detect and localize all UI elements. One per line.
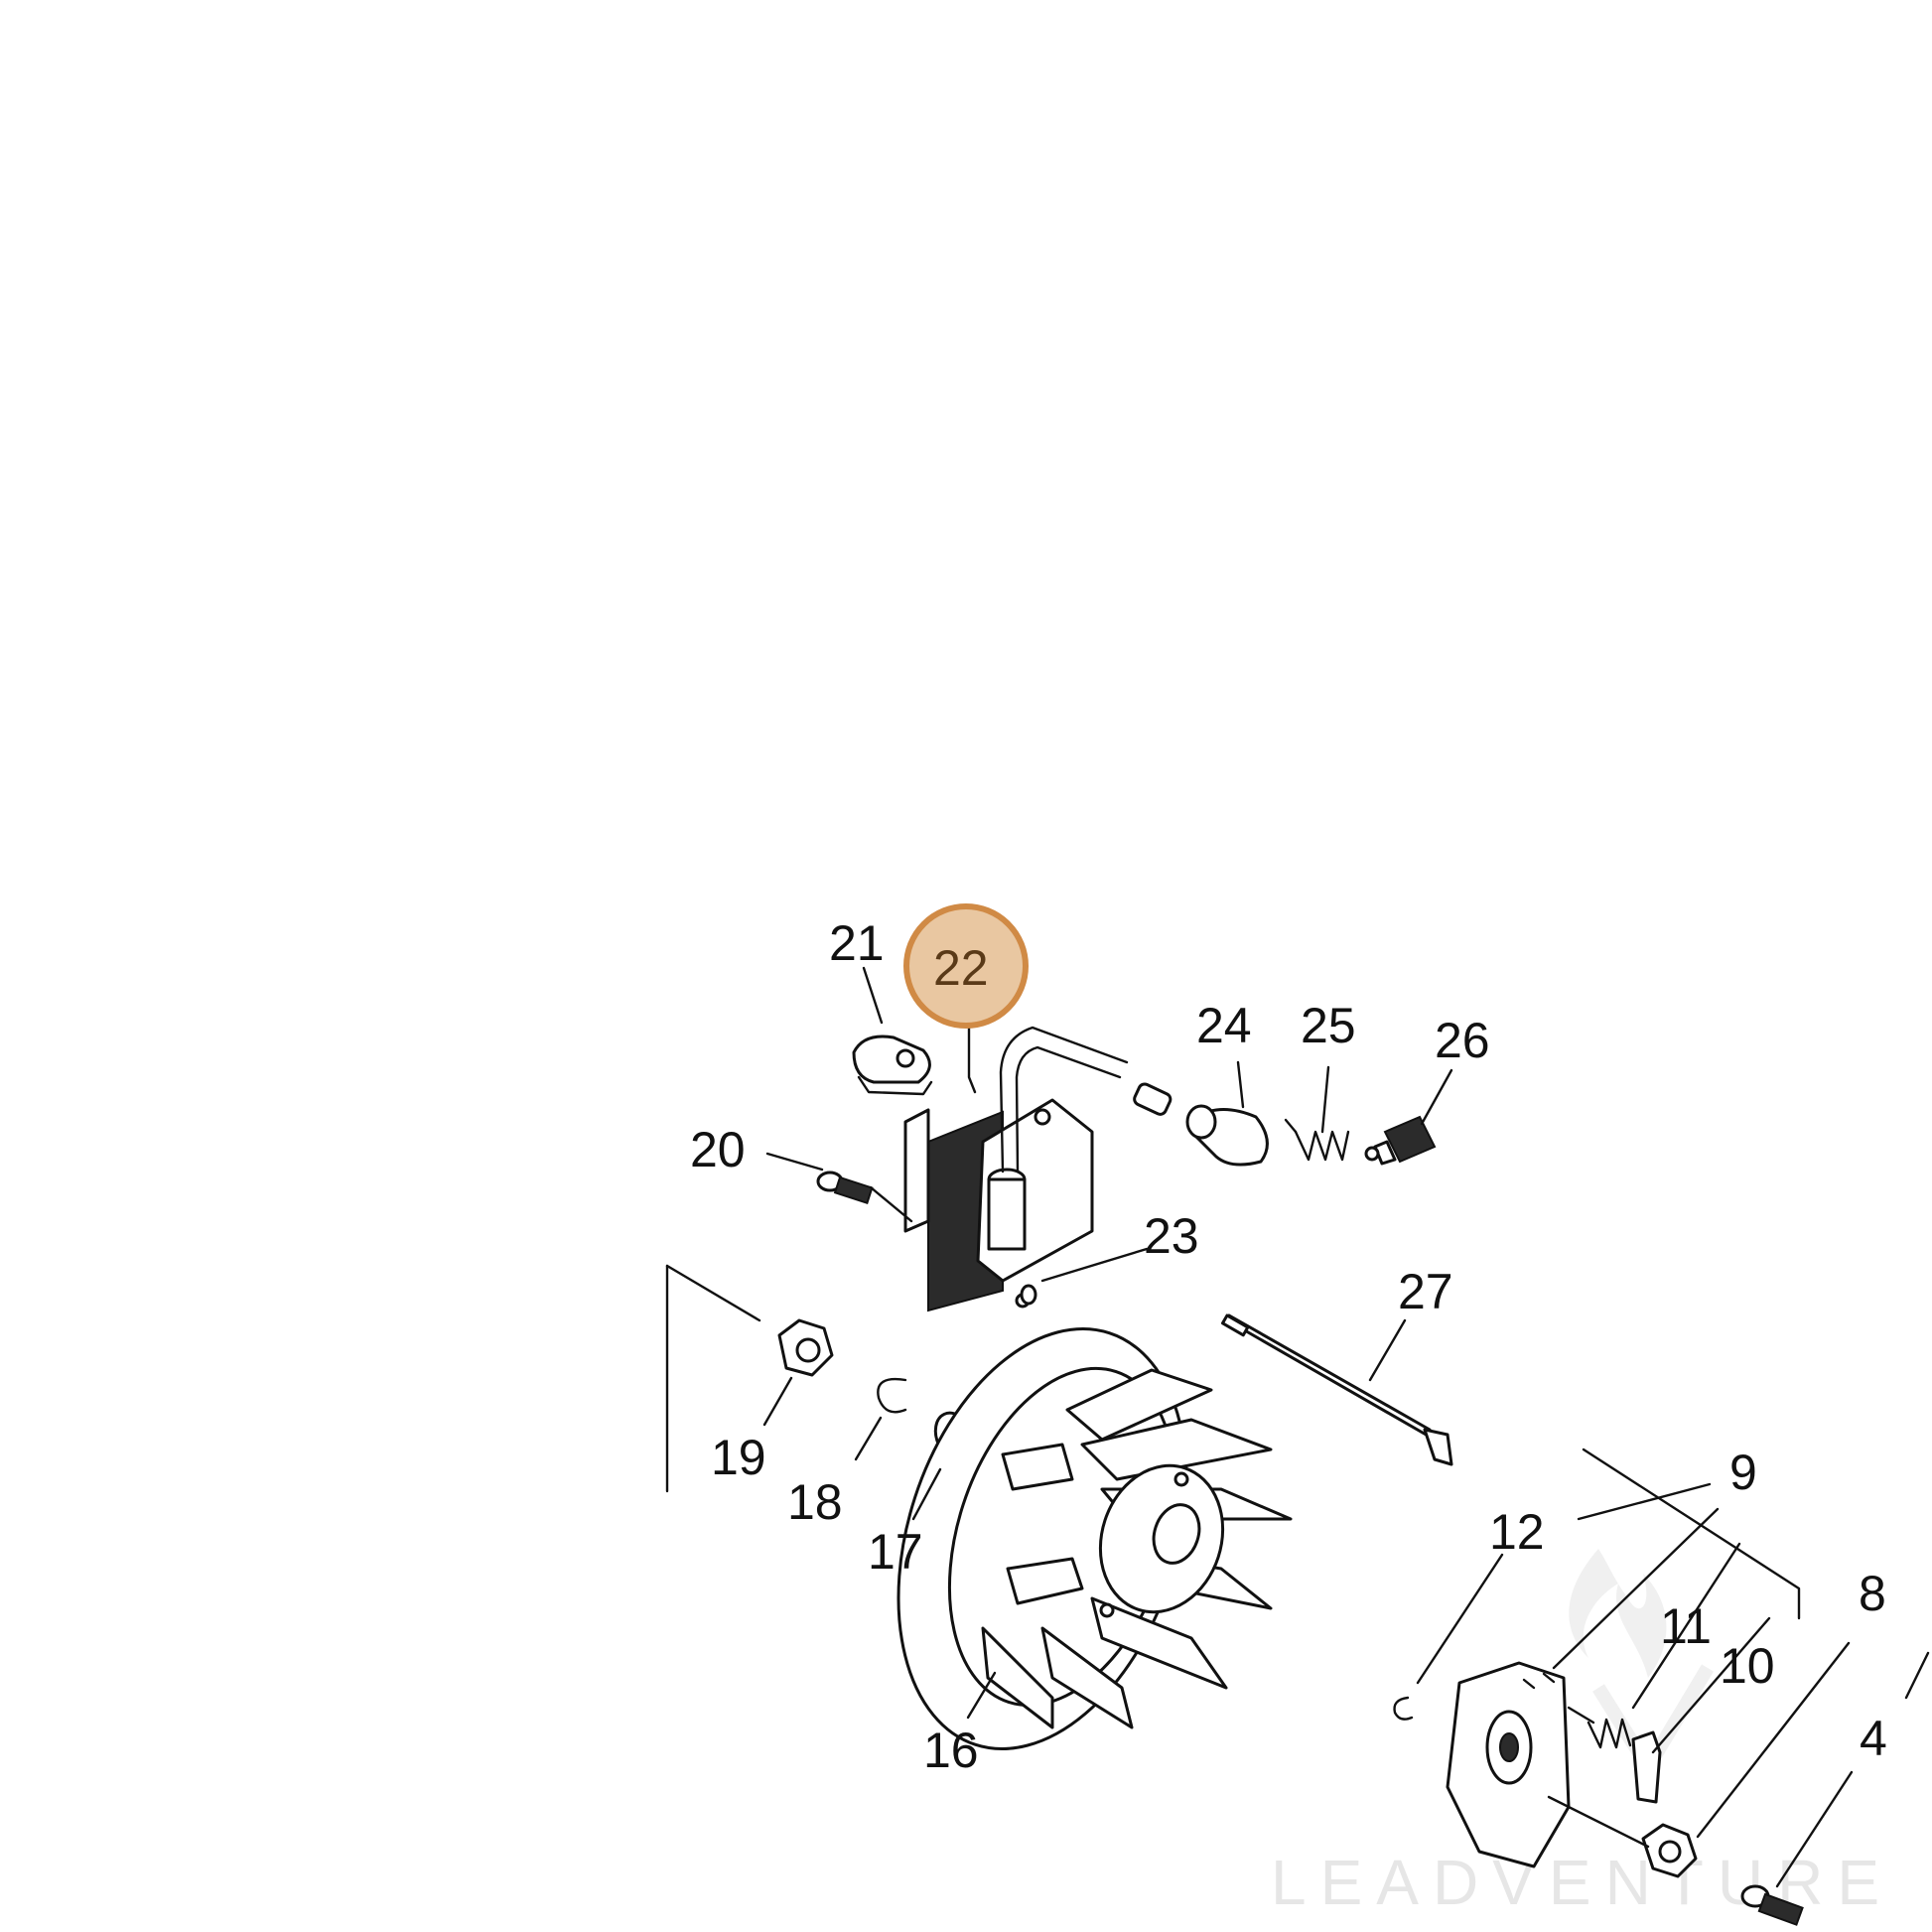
- highlight-circle: [903, 903, 1029, 1029]
- circlip-part-18[interactable]: [877, 1377, 907, 1414]
- spark-plug-part[interactable]: [1364, 1115, 1437, 1166]
- nut-part-19[interactable]: [777, 1318, 834, 1377]
- callout-25[interactable]: 25: [1301, 998, 1356, 1053]
- callout-17[interactable]: 17: [868, 1524, 923, 1580]
- spark-plug-boot-part[interactable]: [1133, 1082, 1269, 1167]
- spring-part-25[interactable]: [1284, 1118, 1350, 1162]
- callout-11[interactable]: 11: [1660, 1598, 1712, 1654]
- wire-part-27[interactable]: [1221, 1313, 1453, 1466]
- callout-23[interactable]: 23: [1144, 1208, 1199, 1264]
- callout-20[interactable]: 20: [690, 1122, 746, 1177]
- shoe-part-10[interactable]: [1631, 1730, 1662, 1804]
- callout-26[interactable]: 26: [1435, 1013, 1490, 1068]
- callout-8[interactable]: 8: [1859, 1566, 1886, 1621]
- callout-4[interactable]: 4: [1860, 1711, 1887, 1766]
- callout-27[interactable]: 27: [1398, 1264, 1453, 1319]
- callout-18[interactable]: 18: [787, 1474, 843, 1530]
- spring-part-11[interactable]: [1587, 1718, 1632, 1749]
- callout-24[interactable]: 24: [1196, 998, 1252, 1053]
- screw-part-20[interactable]: [816, 1171, 874, 1204]
- callout-16[interactable]: 16: [923, 1723, 979, 1778]
- callout-9[interactable]: 9: [1729, 1445, 1757, 1500]
- callout-22[interactable]: 22: [933, 940, 989, 996]
- callout-12[interactable]: 12: [1489, 1504, 1545, 1560]
- grommet-part[interactable]: [852, 1035, 933, 1096]
- clip-part-12[interactable]: [1393, 1696, 1414, 1721]
- nut-part-8[interactable]: [1641, 1823, 1698, 1878]
- flywheel-part[interactable]: [848, 1292, 1293, 1786]
- watermark-logo: [1569, 1549, 1715, 1781]
- clutch-part-9[interactable]: [1446, 1661, 1571, 1868]
- callout-10[interactable]: 10: [1720, 1638, 1775, 1694]
- ignition-coil-part[interactable]: [903, 1026, 1129, 1312]
- washer-part-23[interactable]: [1020, 1284, 1037, 1306]
- callout-19[interactable]: 19: [711, 1430, 766, 1485]
- leader-lines: [665, 966, 1930, 1888]
- callout-21[interactable]: 21: [829, 915, 885, 971]
- bolt-part-4[interactable]: [1740, 1884, 1804, 1926]
